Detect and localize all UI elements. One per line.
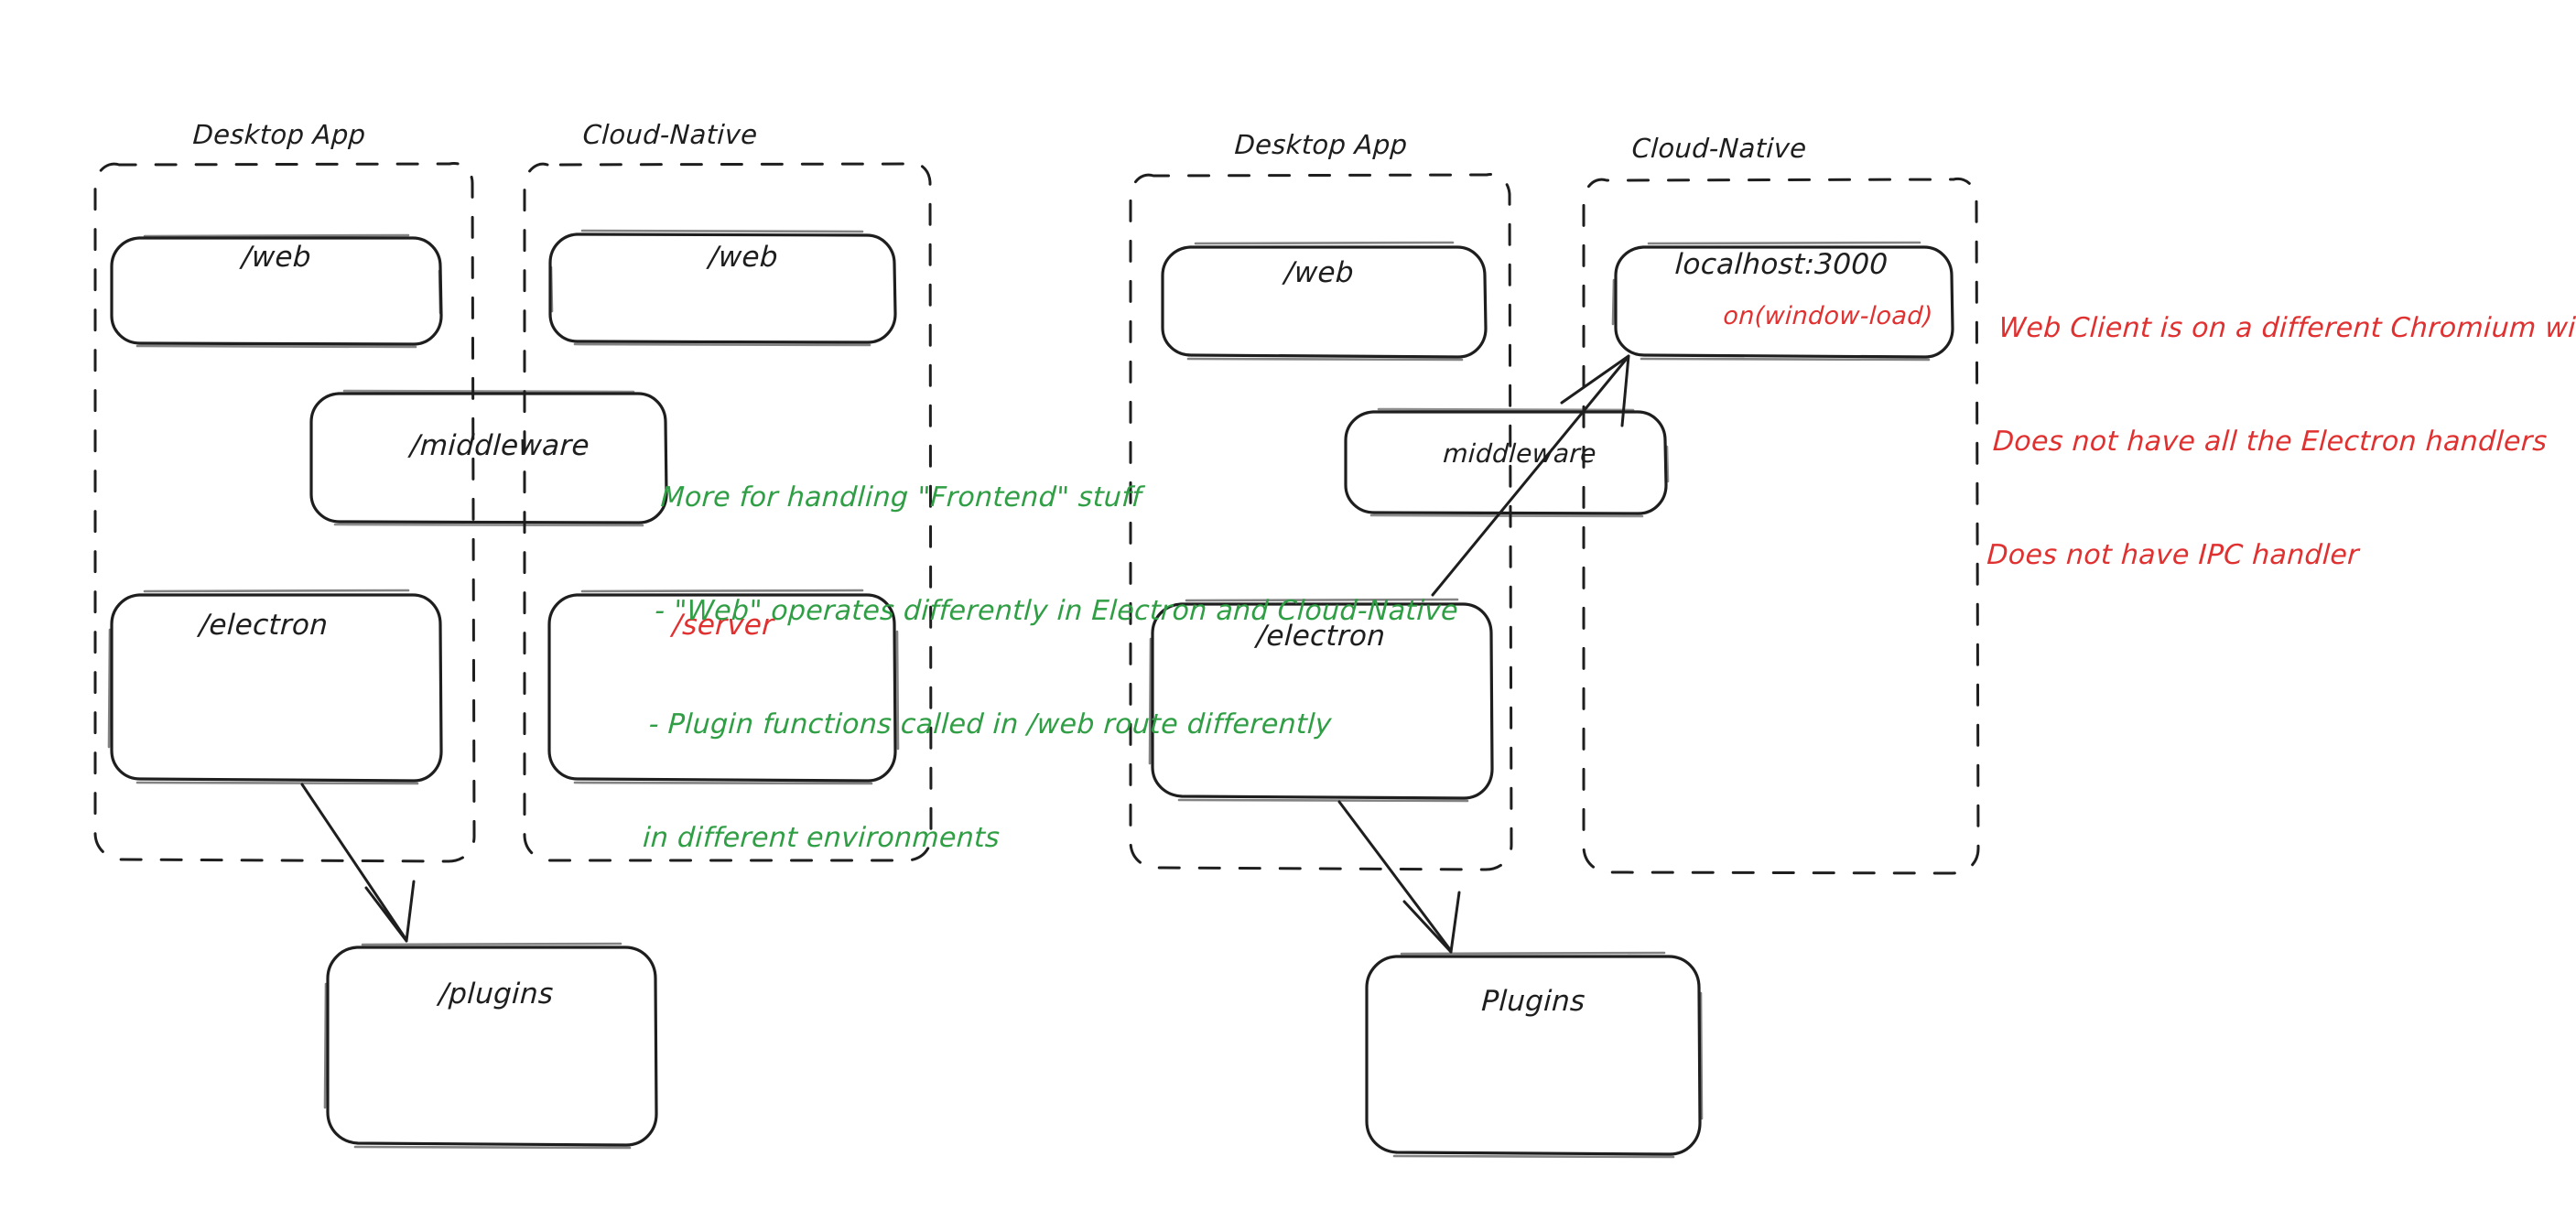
right-middleware-node-label: middleware — [1442, 438, 1597, 469]
red-note-line-1: Web Client is on a different Chromium wi… — [1997, 311, 2576, 344]
left-middleware-node-outline — [309, 389, 668, 527]
arrow-electron-to-localhost — [1431, 354, 1630, 597]
left-desktop-web-node-outline — [110, 233, 443, 349]
left-cloud-web-node-label: /web — [708, 241, 779, 274]
right-localhost-node-outline — [1611, 241, 1954, 362]
green-note-line-1: More for handling "Frontend" stuff — [659, 481, 1142, 513]
right-plugins-node-label: Plugins — [1480, 985, 1586, 1018]
right-localhost-node-sublabel: on(window-load) — [1722, 302, 1934, 330]
left-desktop-app-group-label: Desktop App — [191, 119, 367, 150]
right-desktop-app-group-label: Desktop App — [1233, 129, 1409, 160]
right-middleware-node-outline — [1344, 407, 1670, 518]
green-note-line-3: - Plugin functions called in /web route … — [647, 708, 1333, 741]
right-desktop-web-node-label: /web — [1283, 256, 1355, 289]
right-desktop-electron-node-outline — [1148, 598, 1494, 803]
left-cloud-native-group-outline — [523, 161, 933, 862]
right-desktop-app-group-outline — [1129, 172, 1513, 871]
red-note-line-2: Does not have all the Electron handlers — [1992, 425, 2549, 458]
arrow-electron-to-plugins-right — [1337, 800, 1461, 954]
red-note-line-3: Does not have IPC handler — [1986, 539, 2360, 572]
right-desktop-web-node-outline — [1161, 241, 1488, 362]
green-note-line-4: in different environments — [642, 822, 1001, 855]
left-cloud-server-node-outline — [547, 589, 900, 785]
left-cloud-web-node-outline — [548, 229, 897, 347]
right-cloud-native-group-outline — [1582, 177, 1980, 875]
arrow-electron-to-plugins — [300, 783, 416, 943]
right-desktop-electron-node-label: /electron — [1255, 620, 1387, 653]
right-localhost-node-label: localhost:3000 — [1673, 248, 1889, 281]
right-cloud-native-group-label: Cloud-Native — [1630, 133, 1808, 164]
left-desktop-electron-node-outline — [107, 589, 443, 785]
left-plugins-node-label: /plugins — [438, 978, 555, 1010]
red-annotation-note: Web Client is on a different Chromium wi… — [1982, 233, 2576, 650]
left-plugins-node-outline — [323, 942, 658, 1150]
left-desktop-web-node-label: /web — [241, 241, 312, 274]
left-desktop-electron-node-label: /electron — [198, 609, 330, 642]
right-plugins-node-outline — [1365, 951, 1704, 1159]
left-middleware-node-label: /middleware — [409, 429, 590, 462]
left-cloud-native-group-label: Cloud-Native — [581, 119, 759, 150]
left-desktop-app-group-outline — [93, 161, 476, 863]
green-annotation-note: More for handling "Frontend" stuff - "We… — [638, 403, 1469, 933]
